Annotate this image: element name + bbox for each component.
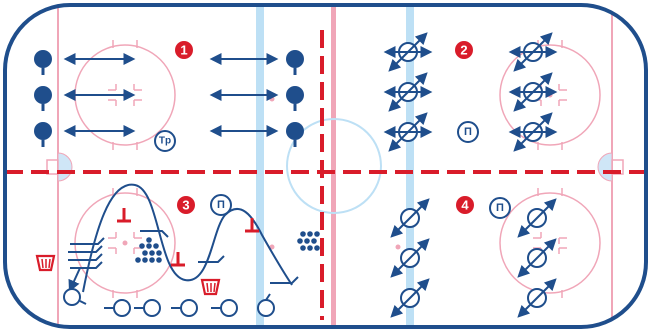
drill-number-badge: 1 — [175, 41, 193, 59]
pass-arrow — [68, 267, 81, 293]
skill-badge: Tp — [154, 130, 176, 152]
puck-pile-icon — [135, 237, 162, 263]
skill-badge-label: П — [217, 199, 225, 211]
coach-icon — [245, 218, 259, 233]
puck-bucket-icon — [200, 278, 221, 296]
skater-start-icon — [63, 288, 87, 306]
blue-line-left — [256, 5, 264, 327]
player-icon — [286, 122, 304, 147]
circle-through-arrow-icon — [383, 112, 433, 152]
skater-start-icon — [211, 299, 238, 317]
circle-through-arrow-icon — [390, 238, 430, 278]
skill-badge: П — [489, 197, 511, 219]
skater-start-icon — [104, 299, 131, 317]
drill-number-badge: 4 — [456, 196, 474, 214]
center-circle — [286, 118, 382, 214]
drill-number: 4 — [461, 198, 469, 213]
skater-start-icon — [171, 299, 198, 317]
skater-start-icon — [134, 299, 161, 317]
circle-through-arrow-icon — [517, 278, 557, 318]
skill-badge-label: П — [464, 126, 472, 138]
skill-badge-label: П — [496, 202, 504, 214]
circle-through-arrow-icon — [508, 72, 558, 112]
goal-crease-left — [57, 152, 73, 182]
center-line — [331, 5, 336, 327]
boards — [3, 3, 648, 329]
drill-number: 3 — [182, 198, 189, 213]
drill-number-badge: 3 — [177, 196, 195, 214]
skating-path — [82, 183, 293, 293]
coach-icon — [117, 208, 131, 223]
puck-pile-icon — [297, 231, 320, 251]
circle-through-arrow-icon — [390, 278, 430, 318]
player-icon — [34, 122, 52, 147]
drill-number: 1 — [180, 43, 187, 58]
player-icon — [34, 86, 52, 111]
circle-through-arrow-icon — [517, 238, 557, 278]
circle-through-arrow-icon — [508, 112, 558, 152]
player-icon — [286, 86, 304, 111]
skater-start-icon — [257, 293, 275, 317]
skill-badge: П — [457, 121, 479, 143]
circle-through-arrow-icon — [383, 32, 433, 72]
drill-number-badge: 2 — [455, 41, 473, 59]
skill-badge: П — [210, 194, 232, 216]
drill-2 — [383, 32, 558, 152]
circle-through-arrow-icon — [517, 198, 557, 238]
faceoff-dot — [547, 92, 553, 98]
drill-4 — [390, 198, 557, 318]
neutral-zone-dot — [269, 96, 275, 102]
player-icon — [286, 50, 304, 75]
neutral-zone-dot — [395, 244, 401, 250]
stick-marks — [68, 230, 299, 284]
circle-through-arrow-icon — [383, 72, 433, 112]
goal-crease-right — [597, 152, 613, 182]
puck-bucket-icon — [35, 254, 56, 272]
circle-through-arrow-icon — [508, 32, 558, 72]
faceoff-dot — [122, 240, 128, 246]
player-icon — [34, 50, 52, 75]
drill-number: 2 — [460, 43, 467, 58]
drill-3: 3 П — [35, 183, 320, 317]
circle-through-arrow-icon — [390, 198, 430, 238]
coach-icon — [171, 252, 185, 267]
blue-line-right — [406, 5, 414, 327]
neutral-zone-dot — [269, 244, 275, 250]
drill-1: 1 Tp — [34, 41, 304, 152]
skill-badge-label: Tp — [159, 136, 171, 147]
goal-net-left — [46, 159, 59, 175]
